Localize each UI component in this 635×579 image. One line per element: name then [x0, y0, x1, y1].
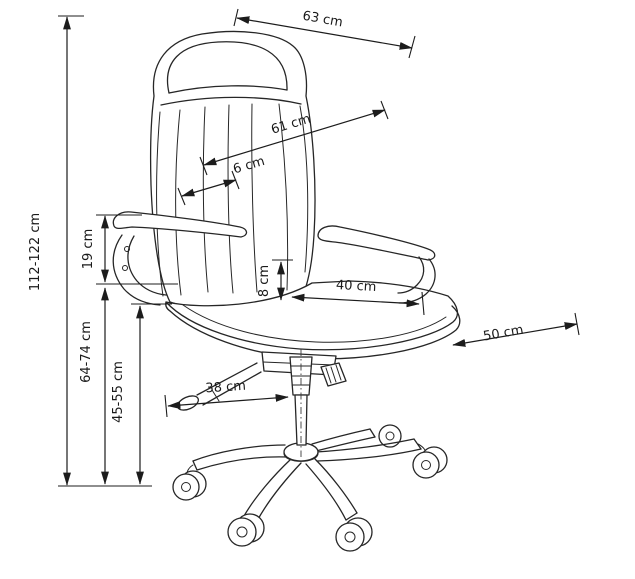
dim-label-armrest-height: 64-74 cm: [79, 321, 94, 383]
dim-label-back-width-top: 63 cm: [301, 9, 343, 31]
base-leg-frontleft-top: [243, 458, 292, 517]
dim-seat-width: 40 cm: [291, 278, 425, 316]
bolster-seam-left: [175, 109, 182, 296]
extension-line-left: [177, 187, 186, 206]
dim-base-width: 38 cm: [164, 379, 289, 418]
base-leg-right-top: [315, 438, 415, 453]
right-armrest-support-inner: [397, 256, 425, 294]
tilt-lever-shaft-top: [196, 362, 258, 396]
dim-total-height: 112-122 cm: [28, 15, 152, 487]
base-leg-back-bottom: [315, 436, 376, 452]
dim-arrow: [452, 322, 578, 347]
base-leg-left-cap: [192, 460, 198, 471]
caster-5-hub: [385, 431, 395, 441]
caster-1-wheel: [172, 473, 200, 501]
extension-line: [164, 394, 168, 418]
base-leg-frontright-cap: [345, 512, 358, 521]
dim-seat-to-armrest: 19 cm: [81, 214, 178, 285]
dim-back-width-top: 63 cm: [233, 8, 416, 59]
extension-line-left: [199, 156, 208, 176]
caster-4-wheel: [412, 451, 440, 479]
gas-lift-lower-tube: [294, 394, 308, 446]
extension-line-right: [408, 35, 416, 59]
caster-2-wheel: [227, 517, 257, 547]
chair-drawing: [112, 30, 461, 552]
casters: [172, 446, 448, 552]
base-leg-back-cap: [369, 428, 376, 438]
gas-lift: [289, 349, 313, 457]
caster-1-hub: [181, 482, 191, 492]
base-leg-back-top: [311, 428, 371, 445]
backrest: [149, 30, 316, 311]
base-leg-left-top: [192, 444, 286, 462]
dim-seat-height: 45-55 cm: [111, 303, 172, 485]
caster-3-wheel: [335, 522, 365, 552]
caster-3-hub: [344, 531, 356, 543]
dim-arrow: [236, 16, 413, 50]
dim-label-seat-to-armrest: 19 cm: [81, 229, 96, 270]
dim-armrest-height: 64-74 cm: [79, 287, 109, 485]
dim-label-total-height: 112-122 cm: [28, 213, 43, 291]
dim-arrow: [291, 293, 420, 308]
tilt-lever-paddle: [177, 395, 199, 411]
headrest-lower-seam: [160, 96, 302, 106]
right-armrest: [317, 225, 436, 304]
base-leg-right-bottom: [316, 448, 422, 462]
caster-4-hub: [421, 460, 431, 470]
dim-seat-depth: 50 cm: [452, 312, 580, 347]
dim-label-cushion-thickness: 8 cm: [257, 265, 272, 297]
dim-cushion-thickness: 8 cm: [257, 259, 293, 301]
dim-label-seat-width: 40 cm: [336, 278, 377, 295]
knob-rib-1: [325, 367, 332, 384]
caster-5-wheel: [378, 424, 402, 448]
dim-label-base-width: 38 cm: [205, 379, 246, 397]
caster-2-hub: [236, 526, 248, 538]
extension-line-left: [233, 8, 239, 27]
knob-rib-3: [335, 364, 342, 381]
dim-arrow: [167, 393, 289, 410]
chair-base: [186, 424, 428, 522]
base-leg-frontright-bottom: [305, 463, 347, 521]
base-leg-frontleft-bottom: [256, 462, 302, 522]
armrest-bolt-upper: [124, 246, 130, 252]
seat-seam: [182, 304, 447, 343]
dim-label-seat-depth: 50 cm: [482, 323, 524, 345]
dim-arrow: [203, 109, 386, 166]
headrest-seam: [168, 85, 288, 94]
armrest-bolt-lower: [122, 265, 128, 271]
dim-label-seat-height: 45-55 cm: [111, 361, 126, 423]
knob-rib-2: [330, 366, 337, 383]
left-armrest-pad: [112, 211, 248, 238]
base-leg-left-bottom: [196, 456, 288, 471]
edge-piping-left: [156, 111, 164, 297]
left-armrest-support-outer: [112, 234, 161, 306]
left-armrest: [112, 211, 248, 306]
right-armrest-pad: [317, 225, 436, 261]
headrest-outline: [166, 41, 288, 94]
base-leg-frontright-top: [314, 458, 358, 514]
extension-line: [421, 291, 425, 316]
left-armrest-support-inner: [127, 235, 167, 296]
base-hub-skirt: [283, 452, 319, 462]
dim-arrow: [181, 179, 237, 197]
seat-left-edge: [165, 301, 171, 312]
